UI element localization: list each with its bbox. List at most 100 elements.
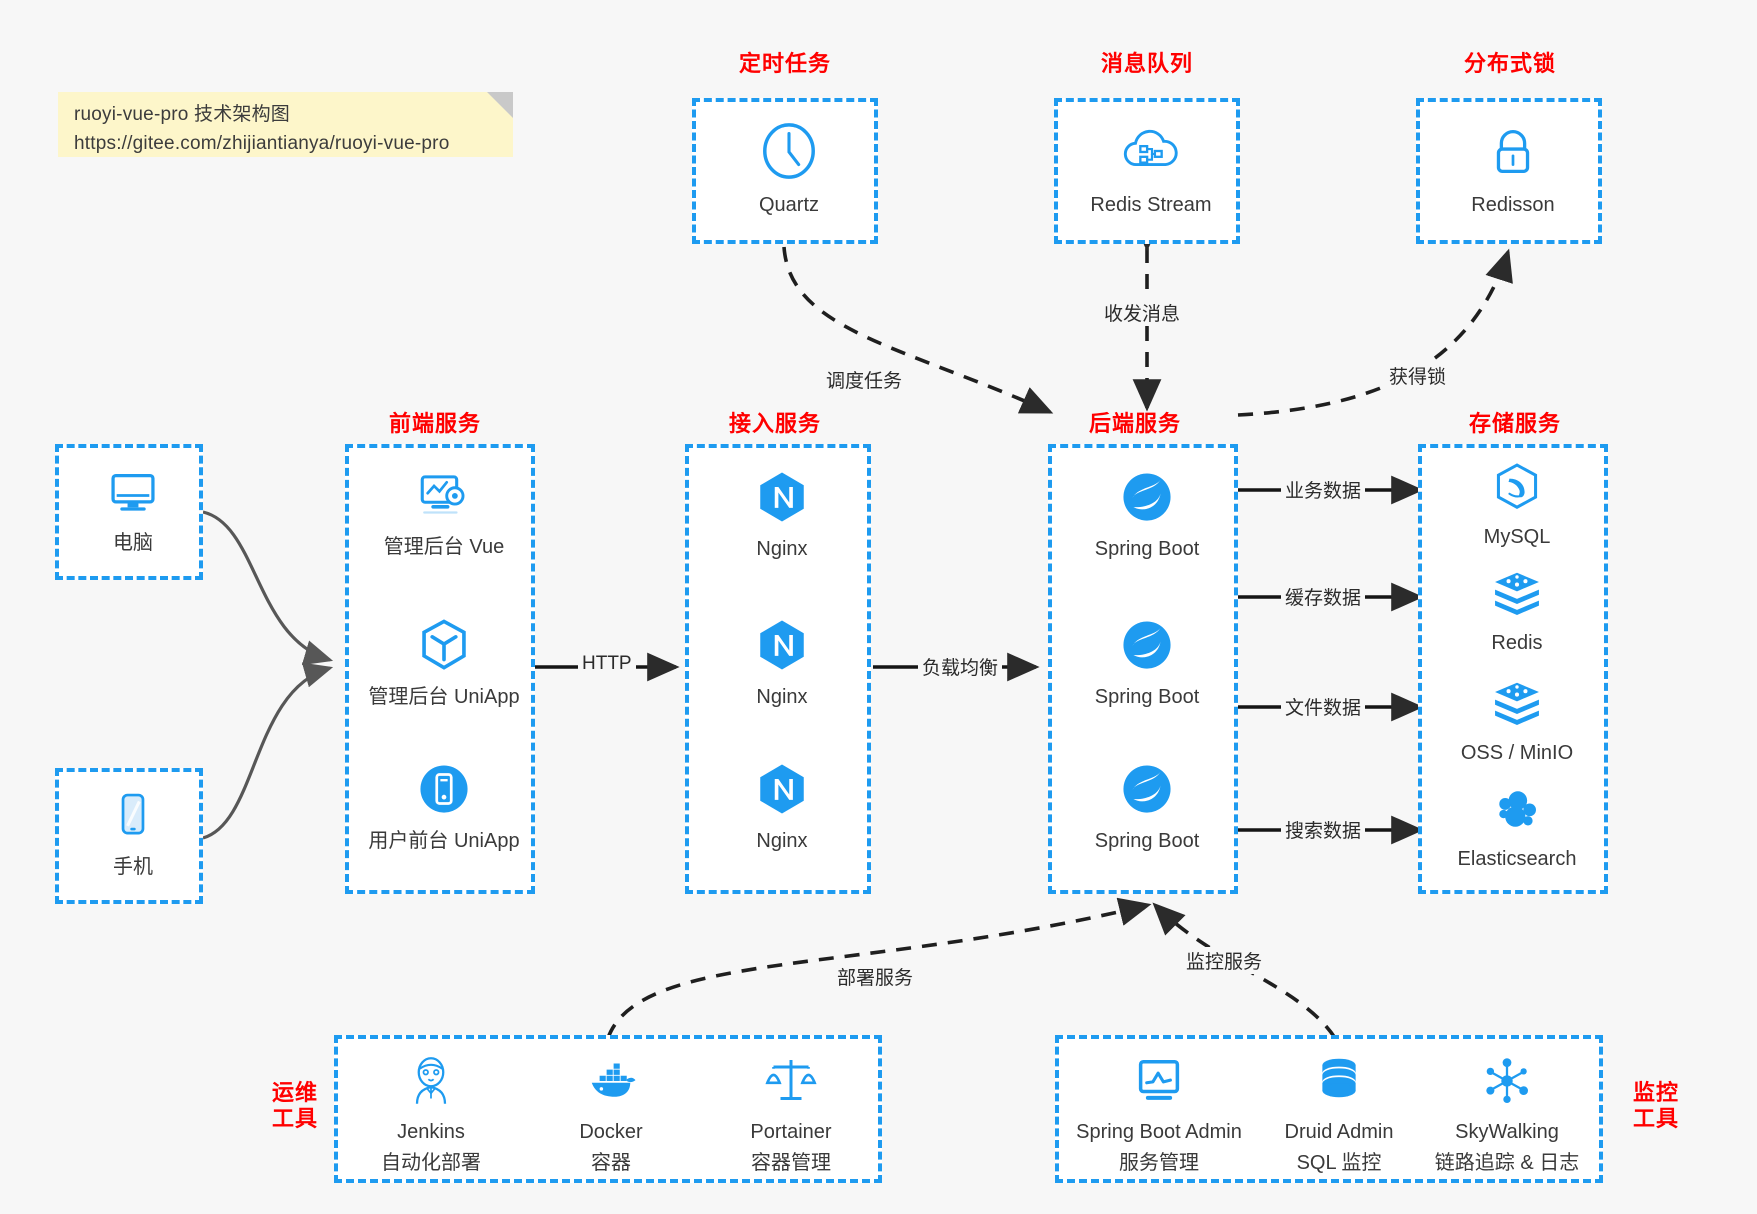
node-nginx-2[interactable]: Nginx [689,616,875,710]
spring-boot-icon [1118,616,1176,679]
node-quartz[interactable]: Quartz [696,120,882,218]
node-nginx-3[interactable]: Nginx [689,760,875,854]
edge-label-cache-data: 缓存数据 [1281,583,1366,610]
node-portainer[interactable]: Portainer 容器管理 [706,1053,876,1176]
node-label: MySQL [1483,526,1551,548]
group-title-devops-line2: 工具 [271,1105,318,1131]
clock-icon [758,120,820,187]
node-spring-boot-admin[interactable]: Spring Boot Admin 服务管理 [1059,1053,1259,1176]
node-redisson[interactable]: Redisson [1420,120,1606,218]
node-admin-uniapp[interactable]: 管理后台 UniApp [349,616,539,710]
edge-label-business-data: 业务数据 [1281,476,1366,503]
edge-label-http: HTTP [578,653,636,675]
group-title-monitor: 监控 工具 [1616,1080,1696,1132]
node-spring-boot-1[interactable]: Spring Boot [1052,468,1242,562]
node-label: Nginx [756,538,808,560]
node-label: Redisson [1471,194,1555,216]
spring-boot-icon [1118,760,1176,823]
group-title-monitor-line2: 工具 [1632,1105,1679,1131]
elasticsearch-icon [1490,782,1544,841]
edge-label-load-balance: 负载均衡 [918,653,1003,680]
node-oss-minio[interactable]: OSS / MinIO [1422,676,1612,766]
group-title-frontend: 前端服务 [388,411,481,436]
node-label: Redis [1491,632,1543,654]
group-box-lock: Redisson [1416,98,1602,244]
edge-label-monitor-service: 监控服务 [1182,947,1267,974]
uniapp-cube-icon [415,616,473,679]
redis-stack-icon [1490,676,1544,735]
node-label: Docker [579,1121,643,1143]
padlock-icon [1482,120,1544,187]
node-sublabel: 自动化部署 [381,1152,481,1174]
client-box-desktop: 电脑 [55,444,203,580]
node-label: 管理后台 Vue [383,536,505,558]
group-title-scheduler: 定时任务 [738,51,831,76]
group-box-devops: Jenkins 自动化部署 Docker 容器 [334,1035,882,1183]
note-text: ruoyi-vue-pro 技术架构图 https://gitee.com/zh… [74,101,501,158]
group-box-monitor: Spring Boot Admin 服务管理 Druid Admin SQL 监 [1055,1035,1603,1183]
mobile-phone-icon [104,786,162,849]
nginx-icon [753,616,811,679]
note-fold-corner [487,92,513,118]
redis-stack-icon [1490,566,1544,625]
node-skywalking[interactable]: SkyWalking 链路追踪 & 日志 [1407,1053,1607,1176]
group-title-gateway: 接入服务 [728,411,821,436]
mobile-app-icon [415,760,473,823]
edge-label-schedule-task: 调度任务 [822,366,907,393]
node-sublabel: 服务管理 [1119,1152,1199,1174]
node-label: Spring Boot [1094,686,1200,708]
node-admin-vue[interactable]: 管理后台 Vue [349,466,539,560]
edge-label-file-data: 文件数据 [1281,693,1366,720]
edge-label-send-recv-message: 收发消息 [1100,299,1185,326]
dashboard-gear-icon [415,466,473,529]
node-redis-stream[interactable]: Redis Stream [1058,120,1244,218]
node-label: Druid Admin [1284,1121,1394,1143]
node-label: Portainer [750,1121,832,1143]
desktop-monitor-icon [104,462,162,525]
node-docker[interactable]: Docker 容器 [526,1053,696,1176]
edge-label-deploy-service: 部署服务 [833,963,918,990]
node-label: Spring Boot [1094,830,1200,852]
node-label: Redis Stream [1090,194,1212,216]
node-mobile[interactable]: 手机 [59,786,207,880]
node-druid-admin[interactable]: Druid Admin SQL 监控 [1249,1053,1429,1176]
group-box-backend: Spring Boot Spring Boot Spring Boot [1048,444,1238,894]
group-box-mq: Redis Stream [1054,98,1240,244]
group-box-storage: MySQL Redis [1418,444,1608,894]
node-label: Jenkins [397,1121,465,1143]
note-url: https://gitee.com/zhijiantianya/ruoyi-vu… [74,132,450,154]
client-box-mobile: 手机 [55,768,203,904]
node-label: Nginx [756,830,808,852]
edge-label-search-data: 搜索数据 [1281,816,1366,843]
node-label: SkyWalking [1455,1121,1559,1143]
cloud-stream-icon [1120,120,1182,187]
nginx-icon [753,760,811,823]
mysql-dolphin-icon [1490,460,1544,519]
node-elasticsearch[interactable]: Elasticsearch [1422,782,1612,872]
note-title: ruoyi-vue-pro 技术架构图 [74,104,291,125]
spring-boot-icon [1118,468,1176,531]
node-spring-boot-3[interactable]: Spring Boot [1052,760,1242,854]
group-title-devops: 运维 工具 [255,1080,335,1132]
node-label: Spring Boot Admin [1076,1121,1242,1143]
edge-label-acquire-lock: 获得锁 [1385,362,1451,389]
node-jenkins[interactable]: Jenkins 自动化部署 [346,1053,516,1176]
node-nginx-1[interactable]: Nginx [689,468,875,562]
node-label: 管理后台 UniApp [368,686,520,708]
docker-whale-icon [583,1053,639,1114]
jenkins-butler-icon [403,1053,459,1114]
node-sublabel: 链路追踪 & 日志 [1434,1152,1580,1174]
node-desktop[interactable]: 电脑 [59,462,207,556]
group-box-gateway: Nginx Nginx Nginx [685,444,871,894]
group-title-backend: 后端服务 [1088,411,1181,436]
node-spring-boot-2[interactable]: Spring Boot [1052,616,1242,710]
node-user-uniapp[interactable]: 用户前台 UniApp [349,760,539,854]
node-label: 手机 [113,856,153,878]
node-sublabel: 容器管理 [751,1152,831,1174]
node-label: Spring Boot [1094,538,1200,560]
node-redis[interactable]: Redis [1422,566,1612,656]
node-mysql[interactable]: MySQL [1422,460,1612,550]
scales-balance-icon [763,1053,819,1114]
diagram-note: ruoyi-vue-pro 技术架构图 https://gitee.com/zh… [58,92,513,157]
node-sublabel: 容器 [591,1152,631,1174]
